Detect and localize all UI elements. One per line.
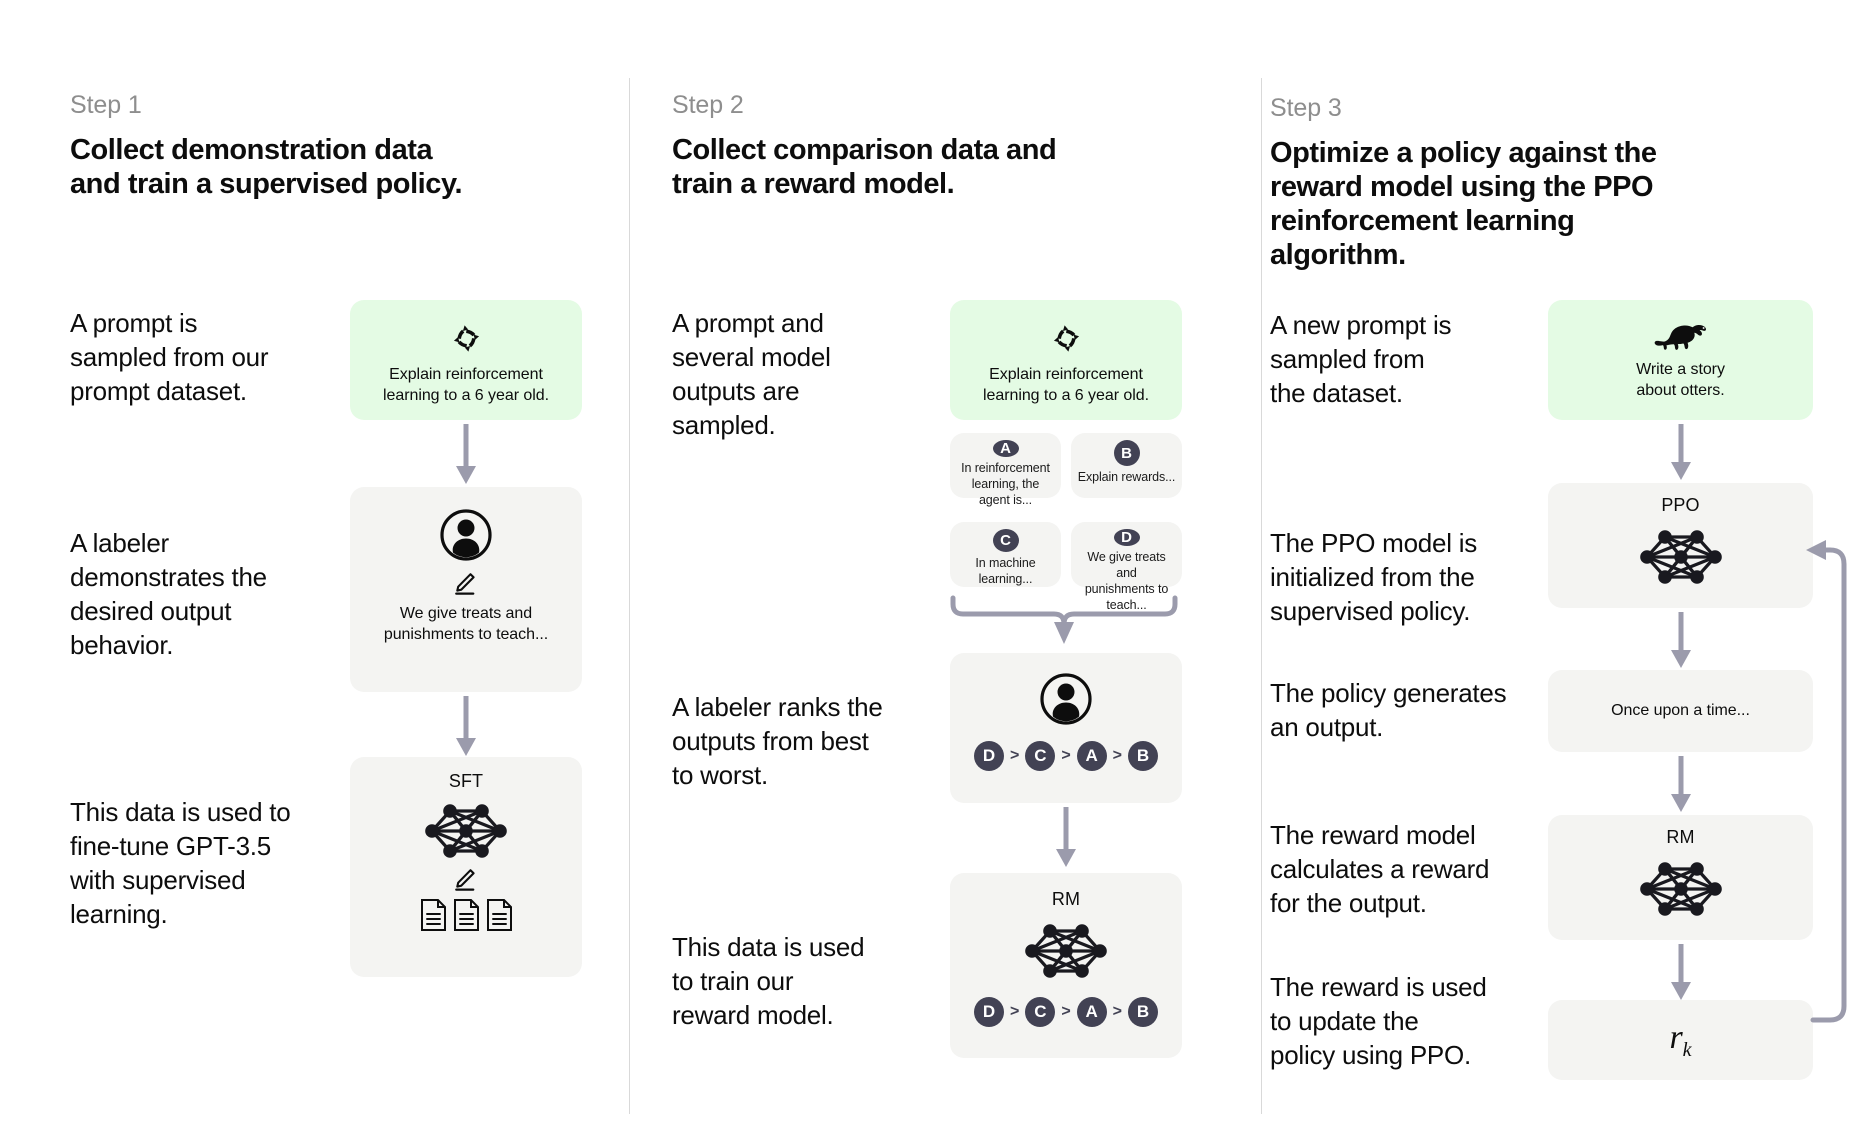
otter-icon	[1653, 316, 1709, 354]
step-2-output-a-caption: In reinforcement learning, the agent is.…	[961, 461, 1050, 507]
step-1-description-1: A prompt is sampled from our prompt data…	[70, 308, 269, 407]
pencil-icon	[454, 867, 479, 892]
step-3-prompt-caption: Write a story about otters.	[1636, 361, 1725, 399]
step-2-ranking-card[interactable]: D > C > A > B	[950, 653, 1182, 803]
step-2-output-c-caption: In machine learning...	[975, 556, 1036, 586]
step-3-label: Step 3	[1270, 94, 1342, 122]
step-3-arrow-2	[1671, 612, 1691, 668]
step-3-title-line-1: Optimize a policy against the	[1270, 137, 1657, 169]
reward-formula-base: r	[1669, 1018, 1683, 1056]
rm-rank-separator-3: >	[1112, 1002, 1123, 1020]
step-1-description-3: This data is used to fine-tune GPT-3.5 w…	[70, 797, 291, 930]
step-2-label: Step 2	[672, 91, 744, 119]
step-3-ppo-card[interactable]: PPO	[1548, 483, 1813, 608]
badge-d: D	[1113, 529, 1140, 546]
step-3-title: Optimize a policy against the reward mod…	[1270, 137, 1700, 273]
step-2-title-line-1: Collect comparison data and	[672, 134, 1057, 166]
step-2-rm-title: RM	[1051, 889, 1081, 909]
step-2-output-card-b[interactable]: B Explain rewards...	[1071, 433, 1182, 498]
rm-rank-badge-4: B	[1128, 996, 1159, 1027]
step-2-prompt-card[interactable]: Explain reinforcement learning to a 6 ye…	[950, 300, 1182, 420]
step-3-arrow-3	[1671, 756, 1691, 812]
step-3-reward-card[interactable]: rk	[1548, 1000, 1813, 1080]
step-3-description-1: A new prompt is sampled from the dataset…	[1270, 310, 1452, 409]
step-1-description-2: A labeler demonstrates the desired outpu…	[70, 528, 267, 661]
step-1-prompt-card[interactable]: Explain reinforcement learning to a 6 ye…	[350, 300, 582, 420]
cycle-icon	[1050, 322, 1083, 355]
step-1-labeler-caption: We give treats and punishments to teach.…	[383, 605, 549, 643]
step-3-title-line-3: reinforcement learning algorithm.	[1270, 204, 1575, 271]
step-3-description-4: The reward model calculates a reward for…	[1270, 820, 1490, 919]
step-1-title-line-1: Collect demonstration data	[70, 134, 433, 166]
step-2-title: Collect comparison data and train a rewa…	[672, 134, 1092, 202]
step-3-output-text: Once upon a time...	[1611, 702, 1750, 719]
reward-formula: rk	[1669, 1019, 1691, 1062]
step-2-rm-card[interactable]: RM D > C > A > B	[950, 873, 1182, 1058]
step-2-title-line-2: train a reward model.	[672, 167, 955, 200]
badge-a: A	[992, 440, 1019, 457]
step-3-description-3: The policy generates an output.	[1270, 678, 1507, 743]
step-3-description-5: The reward is used to update the policy …	[1270, 972, 1487, 1071]
step-3-arrow-4	[1671, 944, 1691, 1000]
rank-separator-2: >	[1061, 747, 1071, 764]
rank-badge-1: D	[973, 741, 1004, 771]
step-2-merge-connector	[950, 595, 1178, 644]
step-1-sft-title: SFT	[448, 771, 484, 791]
step-1-sft-card[interactable]: SFT	[350, 757, 582, 977]
step-1-title: Collect demonstration data and train a s…	[70, 134, 490, 202]
person-icon	[440, 509, 492, 561]
pencil-icon	[454, 571, 479, 596]
step-3-feedback-loop	[1806, 540, 1847, 1023]
rm-rank-separator-2: >	[1061, 1002, 1071, 1020]
step-2-output-card-a[interactable]: A In reinforcement learning, the agent i…	[950, 433, 1061, 507]
rank-badge-4: B	[1128, 741, 1159, 771]
neural-net-icon	[1635, 525, 1727, 589]
step-1-arrow-2	[456, 696, 476, 756]
step-2-description-2: A labeler ranks the outputs from best to…	[672, 692, 883, 791]
rm-rank-badge-1: D	[973, 996, 1004, 1027]
step-1-prompt-caption: Explain reinforcement learning to a 6 ye…	[383, 366, 549, 404]
rm-rank-separator-1: >	[1009, 1002, 1020, 1020]
rank-separator-1: >	[1009, 747, 1020, 764]
step-3-rm-title: RM	[1666, 827, 1695, 847]
reward-formula-sub: k	[1682, 1038, 1692, 1061]
column-divider-1	[629, 78, 630, 1114]
column-divider-2	[1261, 78, 1262, 1114]
step-2-description-3: This data is used to train our reward mo…	[672, 932, 865, 1031]
step-3-output-card[interactable]: Once upon a time...	[1548, 670, 1813, 752]
step-3-rm-card[interactable]: RM	[1548, 815, 1813, 940]
step-2-output-b-caption: Explain rewards...	[1077, 470, 1176, 484]
rm-rank-badge-3: A	[1076, 996, 1107, 1027]
step-3-description-2: The PPO model is initialized from the su…	[1270, 528, 1477, 627]
badge-b: B	[1113, 440, 1140, 466]
step-2-output-card-c[interactable]: C In machine learning...	[950, 522, 1061, 587]
step-1-title-line-2: and train a supervised policy.	[70, 167, 463, 200]
step-2-output-d-caption: We give treats and punishments to teach.…	[1084, 550, 1169, 612]
step-2-arrow-to-rm	[1056, 807, 1076, 867]
step-3-prompt-card[interactable]: Write a story about otters.	[1548, 300, 1813, 420]
step-2-rm-ranking-row: D > C > A > B	[973, 996, 1159, 1027]
rank-badge-3: A	[1076, 741, 1107, 771]
neural-net-icon	[420, 799, 512, 863]
step-3-ppo-title: PPO	[1661, 495, 1700, 515]
step-1-label: Step 1	[70, 91, 142, 119]
badge-c: C	[992, 529, 1019, 552]
step-1-labeler-card[interactable]: We give treats and punishments to teach.…	[350, 487, 582, 692]
rm-rank-badge-2: C	[1025, 996, 1056, 1027]
cycle-icon	[450, 322, 483, 355]
step-1-arrow-1	[456, 424, 476, 484]
step-2-ranking-row: D > C > A > B	[973, 741, 1159, 771]
rank-separator-3: >	[1112, 747, 1123, 764]
neural-net-icon	[1020, 919, 1112, 983]
step-2-prompt-caption: Explain reinforcement learning to a 6 ye…	[983, 366, 1149, 404]
step-2-description-1: A prompt and several model outputs are s…	[672, 308, 831, 441]
rank-badge-2: C	[1025, 741, 1056, 771]
neural-net-icon	[1635, 857, 1727, 921]
person-icon	[1040, 673, 1092, 725]
documents-icon	[420, 898, 513, 932]
step-2-output-card-d[interactable]: D We give treats and punishments to teac…	[1071, 522, 1182, 612]
step-3-title-line-2: reward model using the PPO	[1270, 170, 1654, 203]
step-3-arrow-1	[1671, 424, 1691, 480]
